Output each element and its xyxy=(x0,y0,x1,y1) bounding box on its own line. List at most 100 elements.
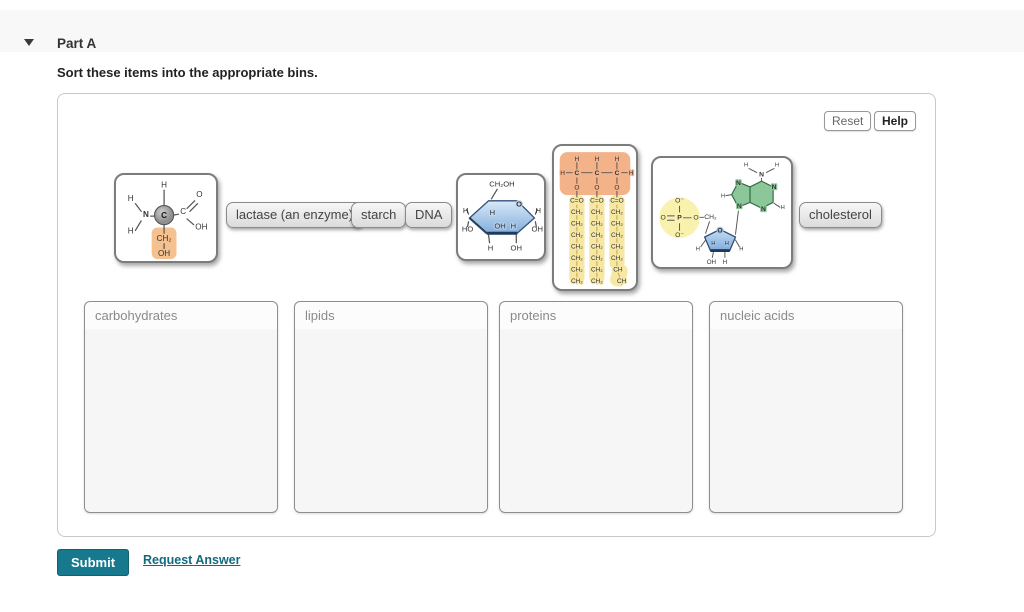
svg-text:CH₂: CH₂ xyxy=(571,232,583,239)
svg-text:N: N xyxy=(143,210,149,219)
svg-text:H: H xyxy=(711,241,715,247)
svg-text:O: O xyxy=(661,215,666,222)
svg-text:OH: OH xyxy=(195,222,207,231)
svg-text:CH₂: CH₂ xyxy=(571,243,583,250)
svg-text:CH₂: CH₂ xyxy=(571,221,583,228)
reset-button[interactable]: Reset xyxy=(824,111,872,132)
svg-text:H: H xyxy=(463,206,469,215)
svg-text:CH₂: CH₂ xyxy=(704,214,717,221)
svg-text:H: H xyxy=(775,163,779,169)
svg-text:H: H xyxy=(128,194,134,203)
svg-text:N: N xyxy=(759,171,764,178)
draggable-chip-cholesterol[interactable]: cholesterol xyxy=(799,202,882,229)
bin-label: nucleic acids xyxy=(710,302,902,329)
svg-text:CH₂: CH₂ xyxy=(611,221,623,228)
svg-text:H: H xyxy=(128,226,134,235)
svg-text:H: H xyxy=(535,206,541,215)
instruction-text: Sort these items into the appropriate bi… xyxy=(57,65,318,80)
svg-text:CH₂: CH₂ xyxy=(571,266,583,273)
svg-text:CH₂: CH₂ xyxy=(611,255,623,262)
svg-text:C: C xyxy=(180,207,186,216)
svg-text:CH₂OH: CH₂OH xyxy=(489,179,514,188)
svg-text:CH₂: CH₂ xyxy=(611,243,623,250)
svg-text:H: H xyxy=(725,241,729,247)
svg-text:N: N xyxy=(772,184,777,191)
part-header: Part A xyxy=(0,10,1024,52)
svg-text:O: O xyxy=(196,190,202,199)
svg-text:O: O xyxy=(693,215,698,222)
svg-text:N: N xyxy=(761,206,766,213)
svg-text:CH₂: CH₂ xyxy=(571,278,583,285)
bin-proteins[interactable]: proteins xyxy=(499,301,693,513)
collapse-triangle-icon[interactable] xyxy=(24,39,34,46)
bin-nucleic-acids[interactable]: nucleic acids xyxy=(709,301,903,513)
svg-text:H: H xyxy=(560,170,565,177)
svg-text:C: C xyxy=(615,170,620,177)
svg-text:OH: OH xyxy=(494,221,505,230)
svg-text:CH₂: CH₂ xyxy=(591,255,603,262)
svg-text:H: H xyxy=(723,259,728,266)
svg-text:H: H xyxy=(696,247,700,253)
bin-label: proteins xyxy=(500,302,692,329)
svg-text:P: P xyxy=(677,215,682,222)
svg-text:O⁻: O⁻ xyxy=(675,232,684,239)
svg-text:OH: OH xyxy=(158,249,170,258)
svg-text:H: H xyxy=(161,180,167,189)
bin-lipids[interactable]: lipids xyxy=(294,301,488,513)
svg-text:O⁻: O⁻ xyxy=(675,197,684,204)
svg-text:H: H xyxy=(744,163,748,169)
svg-text:CH₂: CH₂ xyxy=(591,209,603,216)
svg-text:O: O xyxy=(717,227,722,234)
svg-text:CH: CH xyxy=(617,278,627,285)
svg-text:H: H xyxy=(739,247,743,253)
help-button[interactable]: Help xyxy=(874,111,917,132)
svg-text:OH: OH xyxy=(511,243,522,252)
svg-text:CH₂: CH₂ xyxy=(591,243,603,250)
svg-text:O: O xyxy=(574,184,579,191)
svg-text:CH₂: CH₂ xyxy=(591,278,603,285)
svg-text:C: C xyxy=(161,211,167,220)
svg-text:C: C xyxy=(575,170,580,177)
svg-text:C=O: C=O xyxy=(570,198,583,205)
part-title: Part A xyxy=(57,36,97,51)
svg-text:O: O xyxy=(594,184,599,191)
bin-label: lipids xyxy=(295,302,487,329)
svg-text:HO: HO xyxy=(462,224,474,233)
draggable-chip-lactase[interactable]: lactase (an enzyme) xyxy=(226,202,364,229)
svg-text:H: H xyxy=(781,205,785,211)
svg-text:CH₂: CH₂ xyxy=(591,232,603,239)
bin-carbohydrates[interactable]: carbohydrates xyxy=(84,301,278,513)
svg-text:CH₂: CH₂ xyxy=(591,221,603,228)
svg-text:O: O xyxy=(516,200,522,209)
request-answer-link[interactable]: Request Answer xyxy=(143,553,241,567)
svg-text:CH₂: CH₂ xyxy=(157,234,172,243)
svg-text:CH: CH xyxy=(613,266,623,273)
svg-text:N: N xyxy=(737,203,742,210)
svg-text:OH: OH xyxy=(707,259,716,266)
draggable-chip-starch[interactable]: starch xyxy=(351,202,407,229)
svg-text:CH₂: CH₂ xyxy=(571,209,583,216)
svg-text:H: H xyxy=(575,156,580,163)
svg-text:N: N xyxy=(736,180,741,187)
svg-text:C=O: C=O xyxy=(590,198,603,205)
svg-text:C=O: C=O xyxy=(610,198,623,205)
svg-text:H: H xyxy=(629,170,634,177)
svg-text:CH₂: CH₂ xyxy=(571,255,583,262)
submit-button[interactable]: Submit xyxy=(57,549,130,576)
svg-text:H: H xyxy=(615,156,620,163)
svg-text:OH: OH xyxy=(532,224,543,233)
svg-text:H: H xyxy=(511,221,517,230)
svg-text:O: O xyxy=(614,184,619,191)
svg-text:H: H xyxy=(595,156,600,163)
draggable-chip-dna[interactable]: DNA xyxy=(405,202,453,229)
svg-text:CH₂: CH₂ xyxy=(611,209,623,216)
svg-text:H: H xyxy=(488,243,494,252)
